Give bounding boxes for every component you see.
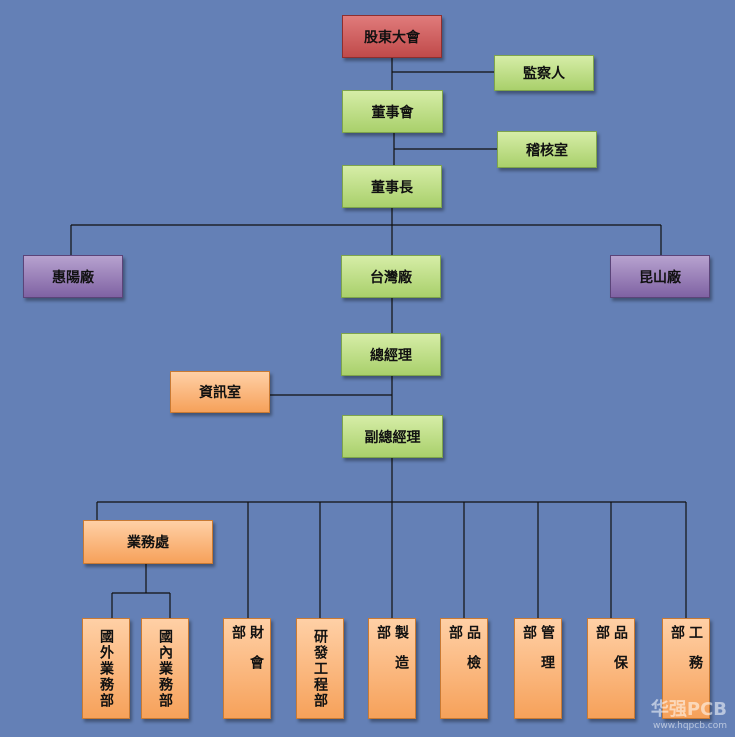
chairman-box: 董事長 [342, 165, 442, 208]
general-manager-box: 總經理 [341, 333, 441, 376]
manufacturing-dept-box: 製造部 [368, 618, 416, 719]
engineering-dept-box: 工務部 [662, 618, 710, 719]
supervisor-box: 監察人 [494, 55, 594, 91]
management-dept-box: 管理部 [514, 618, 562, 719]
huiyang-factory-box: 惠陽廠 [23, 255, 123, 298]
qa-dept-box: 品保部 [587, 618, 635, 719]
vgm-label: 副總經理 [364, 429, 421, 446]
huiyang-label: 惠陽廠 [52, 269, 94, 286]
taiwan-factory-box: 台灣廠 [341, 255, 441, 298]
qc-dept-box: 品檢部 [440, 618, 488, 719]
kunshan-label: 昆山廠 [639, 269, 681, 286]
shareholders-meeting-box: 股東大會 [342, 15, 442, 58]
qa-label: 品保部 [594, 625, 628, 685]
finance-dept-box: 財會部 [223, 618, 271, 719]
domestic-sales-label: 國內業務部 [157, 628, 173, 709]
management-label: 管理部 [521, 625, 555, 685]
foreign-sales-dept-box: 國外業務部 [82, 618, 130, 719]
watermark-brand: 华强PCB [650, 699, 727, 720]
audit-office-box: 稽核室 [497, 131, 597, 168]
engineering-label: 工務部 [669, 625, 703, 685]
gm-label: 總經理 [370, 347, 412, 364]
vice-general-manager-box: 副總經理 [342, 415, 443, 458]
supervisor-label: 監察人 [523, 66, 565, 82]
audit-label: 稽核室 [526, 142, 568, 159]
rd-engineering-dept-box: 研發工程部 [296, 618, 344, 719]
board-of-directors-box: 董事會 [342, 90, 443, 133]
qc-label: 品檢部 [447, 625, 481, 685]
watermark: 华强PCB www.hqpcb.com [651, 695, 727, 731]
business-label: 業務處 [127, 535, 169, 551]
board-label: 董事會 [371, 104, 414, 121]
foreign-sales-label: 國外業務部 [98, 628, 114, 709]
kunshan-factory-box: 昆山廠 [610, 255, 710, 298]
taiwan-label: 台灣廠 [370, 269, 412, 286]
finance-label: 財會部 [230, 625, 264, 685]
watermark-url: www.hqpcb.com [653, 721, 727, 731]
domestic-sales-dept-box: 國內業務部 [141, 618, 189, 719]
it-office-box: 資訊室 [170, 371, 270, 413]
chairman-label: 董事長 [371, 179, 413, 196]
it-label: 資訊室 [199, 385, 241, 401]
manufacturing-label: 製造部 [375, 625, 409, 685]
business-division-box: 業務處 [83, 520, 213, 564]
shareholders-label: 股東大會 [364, 29, 420, 46]
rd-label: 研發工程部 [312, 628, 328, 709]
